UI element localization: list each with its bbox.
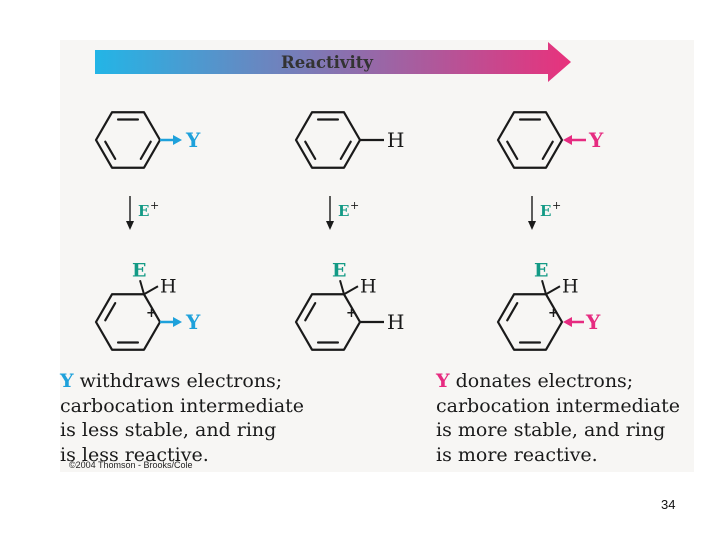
caption-withdrawing-key: Y <box>60 370 74 392</box>
benzene-ring <box>496 111 564 169</box>
electrophile-atom: E <box>132 259 146 281</box>
electrophile-reagent: E <box>138 202 149 220</box>
benzene-double-bond <box>339 140 352 160</box>
donate-arrow-head <box>563 135 572 145</box>
reactivity-label: Reactivity <box>281 53 373 72</box>
carbocation-charge: + <box>346 306 357 321</box>
caption-withdrawing-line-3: is less stable, and ring <box>60 419 277 441</box>
reagent-charge: + <box>552 199 561 212</box>
copyright-notice: ©2004 Thomson - Brooks/Cole <box>69 460 193 470</box>
reagent-charge: + <box>150 199 159 212</box>
electrophile-atom: E <box>332 259 346 281</box>
cyclohexadienyl-ring <box>94 293 162 351</box>
columns-layer: YE+EH+YHE+EH+HYE+EH+Y <box>94 111 604 351</box>
caption-donating-first: donates electrons; <box>449 370 634 392</box>
hydrogen-atom: H <box>160 275 177 297</box>
hydrogen-atom: H <box>562 275 579 297</box>
caption-withdrawing-line-4: is less reactive. <box>60 443 209 466</box>
caption-donating-line-2: carbocation intermediate <box>436 394 681 417</box>
reaction-arrow-head <box>326 221 334 230</box>
caption-withdrawing-line-1: Y withdraws electrons; <box>60 369 304 394</box>
ring-double-bond <box>304 302 317 322</box>
ring-double-bond <box>104 302 117 322</box>
column-3: YE+EH+Y <box>496 111 604 351</box>
electrophile-bond <box>541 280 547 295</box>
cyclohexadienyl-ring <box>496 293 564 351</box>
electrophile-atom: E <box>534 259 548 281</box>
electrophile-bond <box>139 280 145 295</box>
electrophile-bond <box>339 280 345 295</box>
reaction-arrow-head <box>528 221 536 230</box>
page-number: 34 <box>661 497 676 512</box>
benzene-double-bond <box>304 140 317 160</box>
reagent-charge: + <box>350 199 359 212</box>
electrophile-reagent: E <box>338 202 349 220</box>
hydrogen-bond <box>545 285 561 296</box>
caption-withdrawing: Y withdraws electrons; carbocation inter… <box>60 369 304 467</box>
ring-substituent-label: Y <box>585 310 601 334</box>
caption-donating-line-1: Y donates electrons; <box>436 369 680 394</box>
benzene-double-bond <box>139 140 152 160</box>
benzene-ring <box>294 111 362 169</box>
cyclohexadienyl-ring <box>294 293 362 351</box>
carbocation-charge: + <box>548 306 559 321</box>
substituent-label: H <box>387 128 404 152</box>
ring-substituent-label: Y <box>185 310 201 334</box>
electrophile-reagent: E <box>540 202 551 220</box>
withdraw-arrow-head <box>173 135 182 145</box>
caption-donating: Y donates electrons; carbocation interme… <box>436 369 680 467</box>
ring-double-bond <box>506 302 519 322</box>
reaction-arrow-head <box>126 221 134 230</box>
caption-donating-line-4: is more reactive. <box>436 443 598 466</box>
substituent-label: Y <box>185 128 201 152</box>
benzene-ring <box>94 111 162 169</box>
caption-donating-line-3: is more stable, and ring <box>436 419 666 441</box>
column-1: YE+EH+Y <box>94 111 201 351</box>
caption-withdrawing-first: withdraws electrons; <box>73 370 283 392</box>
carbocation-charge: + <box>146 306 157 321</box>
donate-arrow-head <box>563 317 572 327</box>
substituent-label: Y <box>588 128 604 152</box>
benzene-double-bond <box>541 140 554 160</box>
column-2: HE+EH+H <box>294 111 404 351</box>
benzene-double-bond <box>104 140 117 160</box>
hydrogen-atom: H <box>360 275 377 297</box>
withdraw-arrow-head <box>173 317 182 327</box>
reactivity-arrow <box>95 42 571 82</box>
hydrogen-bond <box>343 285 359 296</box>
benzene-double-bond <box>506 140 519 160</box>
hydrogen-bond <box>143 285 159 296</box>
ring-substituent-label: H <box>387 310 404 334</box>
caption-withdrawing-line-2: carbocation intermediate <box>60 394 305 417</box>
figure-panel <box>60 40 694 472</box>
caption-donating-key: Y <box>436 370 450 392</box>
